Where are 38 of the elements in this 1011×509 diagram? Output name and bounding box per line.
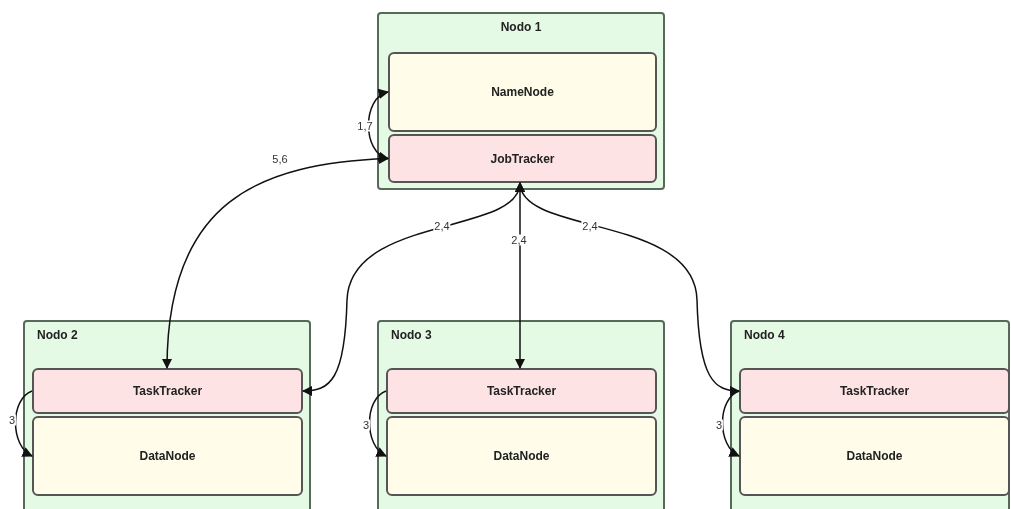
process-box [739,416,1010,496]
node-title: Nodo 3 [391,327,432,344]
node-label: DataNode [139,448,196,465]
connector-arrow [721,390,740,457]
edge-label: 5,6 [271,153,289,165]
edge-label: 3 [361,419,371,431]
node-container [23,320,311,509]
node-container [730,320,1010,509]
connector-arrow [162,153,390,370]
node-label: TaskTracker [839,383,910,400]
process-box [388,134,657,183]
node-label: NameNode [491,84,554,101]
node-label: JobTracker [490,150,555,168]
process-box [386,416,657,496]
process-box [32,416,303,496]
node-title: Nodo 2 [37,327,78,344]
node-container [377,12,665,190]
node-title: Nodo 4 [744,327,785,344]
edge-label: 3 [714,419,724,431]
node-label: DataNode [493,448,550,465]
connector-arrow [14,390,33,457]
edge-label: 1,7 [356,120,374,132]
process-box [739,368,1010,414]
node-label: TaskTracker [132,383,203,400]
connector-arrow [517,182,741,396]
process-box [388,52,657,132]
node-container [377,320,665,509]
connector-arrow [368,390,387,457]
node-title: Nodo 1 [500,19,542,36]
process-box [386,368,657,414]
edge-label: 2,4 [581,220,599,232]
edge-label: 2,4 [433,220,451,232]
edge-label: 2,4 [510,234,528,246]
node-label: DataNode [846,448,903,465]
connector-arrow [367,90,389,161]
process-box [32,368,303,414]
edge-label: 3 [7,414,17,426]
node-label: TaskTracker [486,383,557,400]
